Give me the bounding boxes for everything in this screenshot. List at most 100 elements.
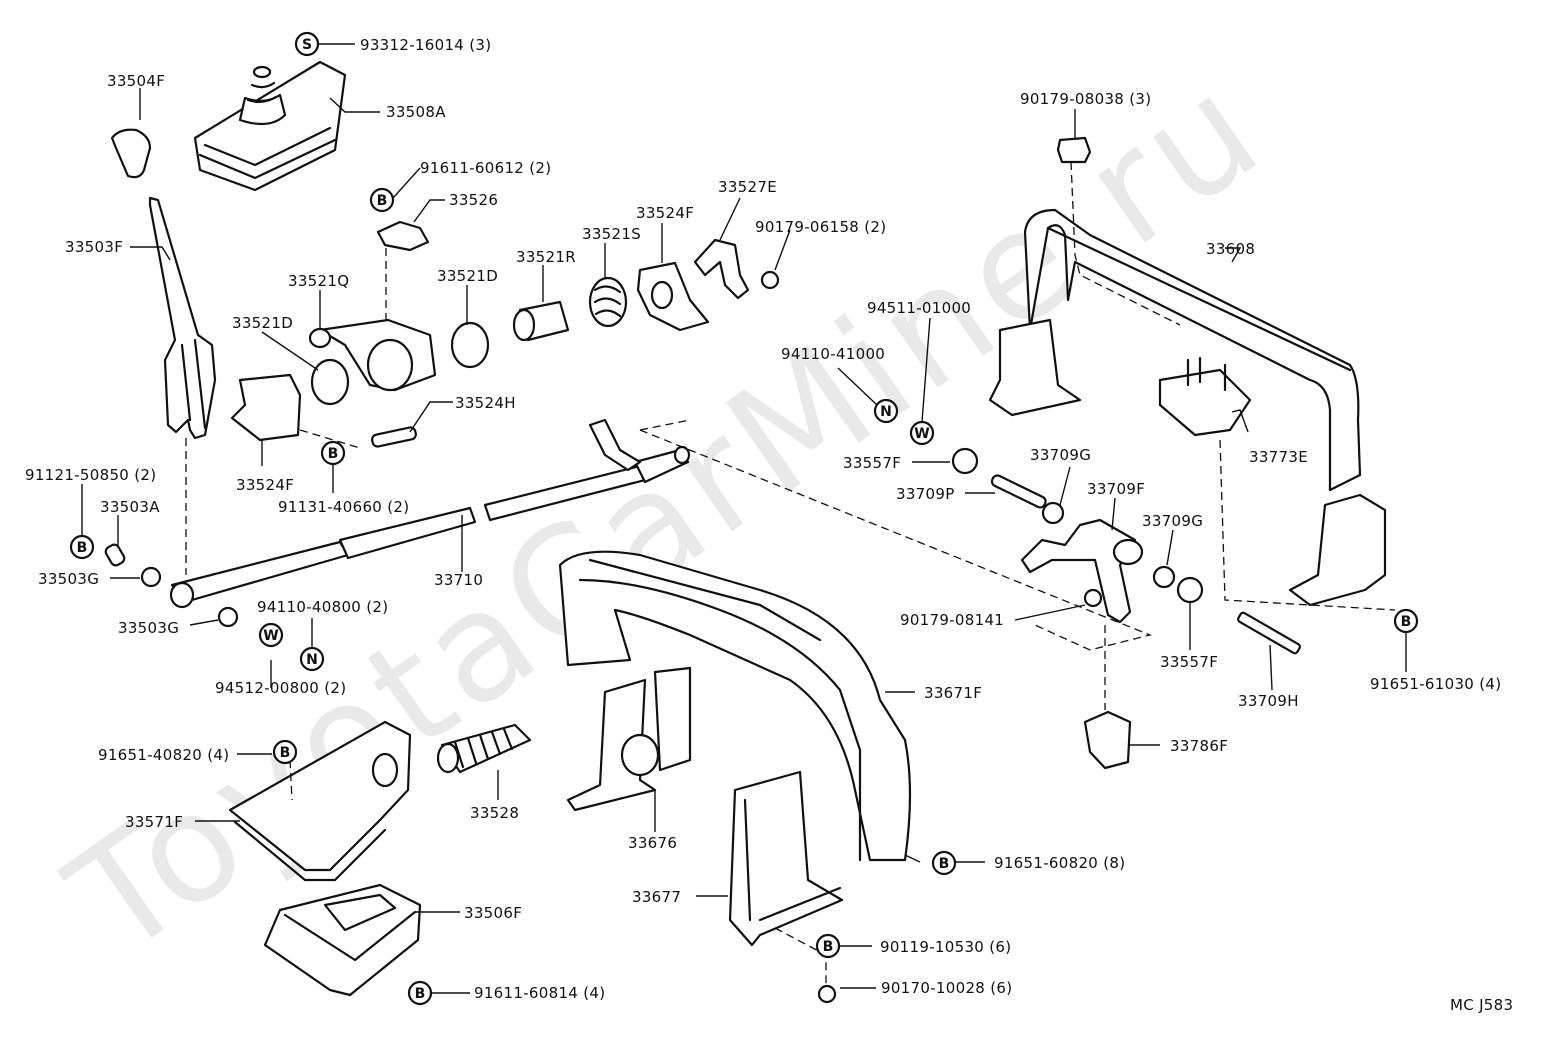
bracket-33524F-b <box>636 261 710 332</box>
lever-33709F <box>1020 518 1144 624</box>
bolt-90179-06158 <box>760 270 780 290</box>
label-33709H: 33709H <box>1238 692 1299 710</box>
bracket-33773E <box>1158 356 1252 437</box>
nut-90170-10028 <box>817 984 837 1004</box>
stopper-33786F <box>1083 710 1132 770</box>
bushing-33709G-b <box>1152 565 1176 589</box>
label-33709P: 33709P <box>896 485 955 503</box>
bracket-33677 <box>728 770 844 947</box>
label-33524F-b: 33524F <box>636 204 694 222</box>
svg-text:B: B <box>328 446 339 462</box>
symbol-b: B <box>407 980 433 1006</box>
label-33557F-b: 33557F <box>1160 653 1218 671</box>
label-33524H: 33524H <box>455 394 516 412</box>
nut-90179-08038 <box>1056 136 1092 164</box>
label-33709G-a: 33709G <box>1030 446 1091 464</box>
svg-text:W: W <box>914 426 929 442</box>
label-33503F: 33503F <box>65 238 123 256</box>
svg-text:N: N <box>880 404 892 420</box>
symbol-b: B <box>272 739 298 765</box>
label-90119-10530: 90119-10530 (6) <box>880 938 1011 956</box>
symbol-s: S <box>294 31 320 57</box>
part-labels: 93312-16014 (3) 33508A 33504F 91611-6061… <box>25 36 1513 1014</box>
plate-33526 <box>376 220 430 252</box>
bracket-33527E <box>693 238 750 300</box>
label-33671F: 33671F <box>924 684 982 702</box>
symbol-b: B <box>815 933 841 959</box>
label-33786F: 33786F <box>1170 737 1228 755</box>
svg-text:B: B <box>823 939 834 955</box>
bushing-33521D-a <box>310 358 350 406</box>
svg-text:W: W <box>263 628 278 644</box>
svg-text:B: B <box>280 745 291 761</box>
shift-knob-33504F <box>110 128 152 179</box>
symbol-b: B <box>1393 608 1419 634</box>
label-91121-50850: 91121-50850 (2) <box>25 466 156 484</box>
bolt-33709H <box>1237 611 1301 655</box>
shift-rod-33710 <box>169 418 691 609</box>
label-94110-41000: 94110-41000 <box>781 345 885 363</box>
symbol-markers: S B B B W N B B B B N W B <box>69 31 1419 1006</box>
label-33571F: 33571F <box>125 813 183 831</box>
label-94511-01000: 94511-01000 <box>867 299 971 317</box>
label-33677: 33677 <box>632 888 681 906</box>
label-90179-08141: 90179-08141 <box>900 611 1004 629</box>
label-33526: 33526 <box>449 191 498 209</box>
leader-lines <box>81 43 1407 994</box>
symbol-b: B <box>931 850 957 876</box>
label-33504F: 33504F <box>107 72 165 90</box>
label-33506F: 33506F <box>464 904 522 922</box>
label-94512-00800: 94512-00800 (2) <box>215 679 346 697</box>
spring-33521S <box>588 276 628 328</box>
bracket-33524F-a <box>230 373 302 442</box>
pin-33709P <box>990 474 1047 509</box>
cushion-33557F-a <box>951 447 979 475</box>
label-33503G-a: 33503G <box>38 570 99 588</box>
label-33710: 33710 <box>434 571 483 589</box>
label-91651-61030: 91651-61030 (4) <box>1370 675 1501 693</box>
symbol-b: B <box>369 187 395 213</box>
svg-text:B: B <box>77 540 88 556</box>
bushing-33503G-a <box>140 566 162 588</box>
svg-text:B: B <box>377 193 388 209</box>
label-90179-08038: 90179-08038 (3) <box>1020 90 1151 108</box>
bushing-33521D-b <box>450 321 490 369</box>
svg-text:B: B <box>939 856 950 872</box>
crossmember-33671F <box>558 550 912 862</box>
bolt-90179-08141 <box>1083 588 1103 608</box>
label-33521D-b: 33521D <box>437 267 498 285</box>
pin-33503A <box>104 543 126 567</box>
symbol-w: W <box>258 622 284 648</box>
label-91651-60820: 91651-60820 (8) <box>994 854 1125 872</box>
label-33608: 33608 <box>1206 240 1255 258</box>
label-91611-60814: 91611-60814 (4) <box>474 984 605 1002</box>
label-33521Q: 33521Q <box>288 272 349 290</box>
bushing-33709G-a <box>1041 501 1065 525</box>
label-91131-40660: 91131-40660 (2) <box>278 498 409 516</box>
label-33773E: 33773E <box>1249 448 1308 466</box>
frame-33608 <box>988 208 1387 607</box>
label-33503A: 33503A <box>100 498 160 516</box>
pin-33524H <box>371 426 417 448</box>
label-33521S: 33521S <box>582 225 641 243</box>
boot-33528 <box>436 723 532 774</box>
label-90170-10028: 90170-10028 (6) <box>881 979 1012 997</box>
symbol-b: B <box>69 534 95 560</box>
label-33524F-a: 33524F <box>236 476 294 494</box>
label-94110-40800: 94110-40800 (2) <box>257 598 388 616</box>
diagram-code: MC J583 <box>1450 996 1513 1014</box>
symbol-w: W <box>909 420 935 446</box>
label-33709F: 33709F <box>1087 480 1145 498</box>
label-91651-40820: 91651-40820 (4) <box>98 746 229 764</box>
label-33508A: 33508A <box>386 103 446 121</box>
label-33503G-b: 33503G <box>118 619 179 637</box>
shift-yoke-33521Q <box>308 318 437 392</box>
sleeve-33521R <box>512 300 570 342</box>
cushion-33557F-b <box>1176 576 1204 604</box>
label-33557F-a: 33557F <box>843 454 901 472</box>
label-93312-16014: 93312-16014 (3) <box>360 36 491 54</box>
shift-lever-33503F <box>148 196 217 440</box>
label-33676: 33676 <box>628 834 677 852</box>
label-33521D-a: 33521D <box>232 314 293 332</box>
